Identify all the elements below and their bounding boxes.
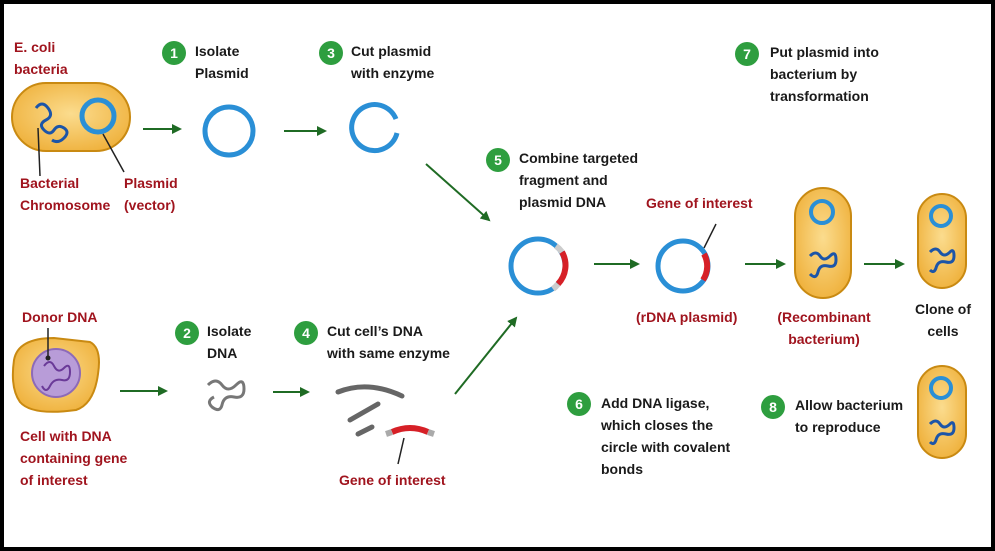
isolated-dna-coil: [206, 379, 246, 412]
step-badge-3: 3: [319, 41, 343, 65]
combined-plasmid: [508, 236, 569, 296]
recombinant-bacterium: [794, 187, 852, 299]
donor-cell: [11, 328, 100, 413]
label-cell-with-dna: Cell with DNA containing gene of interes…: [20, 428, 128, 488]
step-badge-1: 1: [162, 41, 186, 65]
step-text-2: Isolate DNA: [207, 323, 252, 361]
label-rdna-plasmid: (rDNA plasmid): [636, 309, 738, 325]
step-text-7: Put plasmid into bacterium by transforma…: [770, 44, 879, 104]
step-badge-7: 7: [735, 42, 759, 66]
ecoli-bacterium: [11, 82, 131, 177]
step-badge-8: 8: [761, 395, 785, 419]
label-ecoli: E. coli bacteria: [14, 39, 68, 77]
nucleus: [31, 348, 81, 398]
arrow-fragment-to-combine: [454, 316, 518, 395]
rdna-plasmid: [655, 223, 717, 294]
step-text-1: Isolate Plasmid: [195, 43, 249, 81]
label-gene-of-interest-top: Gene of interest: [646, 195, 753, 211]
cut-dna-fragments: [335, 384, 435, 465]
label-plasmid-vector: Plasmid (vector): [124, 175, 178, 213]
isolated-plasmid: [202, 104, 256, 158]
clone-cell-2: [917, 365, 967, 459]
step-badge-6: 6: [567, 392, 591, 416]
plasmid-in-ecoli: [79, 97, 117, 135]
step-text-3: Cut plasmid with enzyme: [351, 43, 435, 81]
clone-cell-1: [917, 193, 967, 289]
label-recombinant-bacterium: (Recombinant bacterium): [777, 309, 871, 347]
arrow-cut-to-combine: [425, 163, 491, 222]
bacterial-chromosome-coil: [34, 102, 69, 144]
label-donor-dna: Donor DNA: [22, 309, 98, 325]
label-clone-of-cells: Clone of cells: [915, 301, 971, 339]
label-gene-of-interest-bottom: Gene of interest: [339, 472, 446, 488]
flow-arrows: [120, 124, 905, 397]
step-text-6: Add DNA ligase, which closes the circle …: [601, 395, 731, 477]
cut-plasmid: [349, 102, 400, 154]
step-badge-4: 4: [294, 321, 318, 345]
step-text-4: Cut cell’s DNA with same enzyme: [327, 323, 450, 361]
step-text-8: Allow bacterium to reproduce: [795, 397, 904, 435]
step-text-5: Combine targeted fragment and plasmid DN…: [519, 150, 639, 210]
label-bacterial-chromosome: Bacterial Chromosome: [20, 175, 111, 213]
gene-fragment: [390, 425, 430, 435]
step-badge-2: 2: [175, 321, 199, 345]
step-badge-5: 5: [486, 148, 510, 172]
donor-dna-coil: [41, 361, 72, 391]
